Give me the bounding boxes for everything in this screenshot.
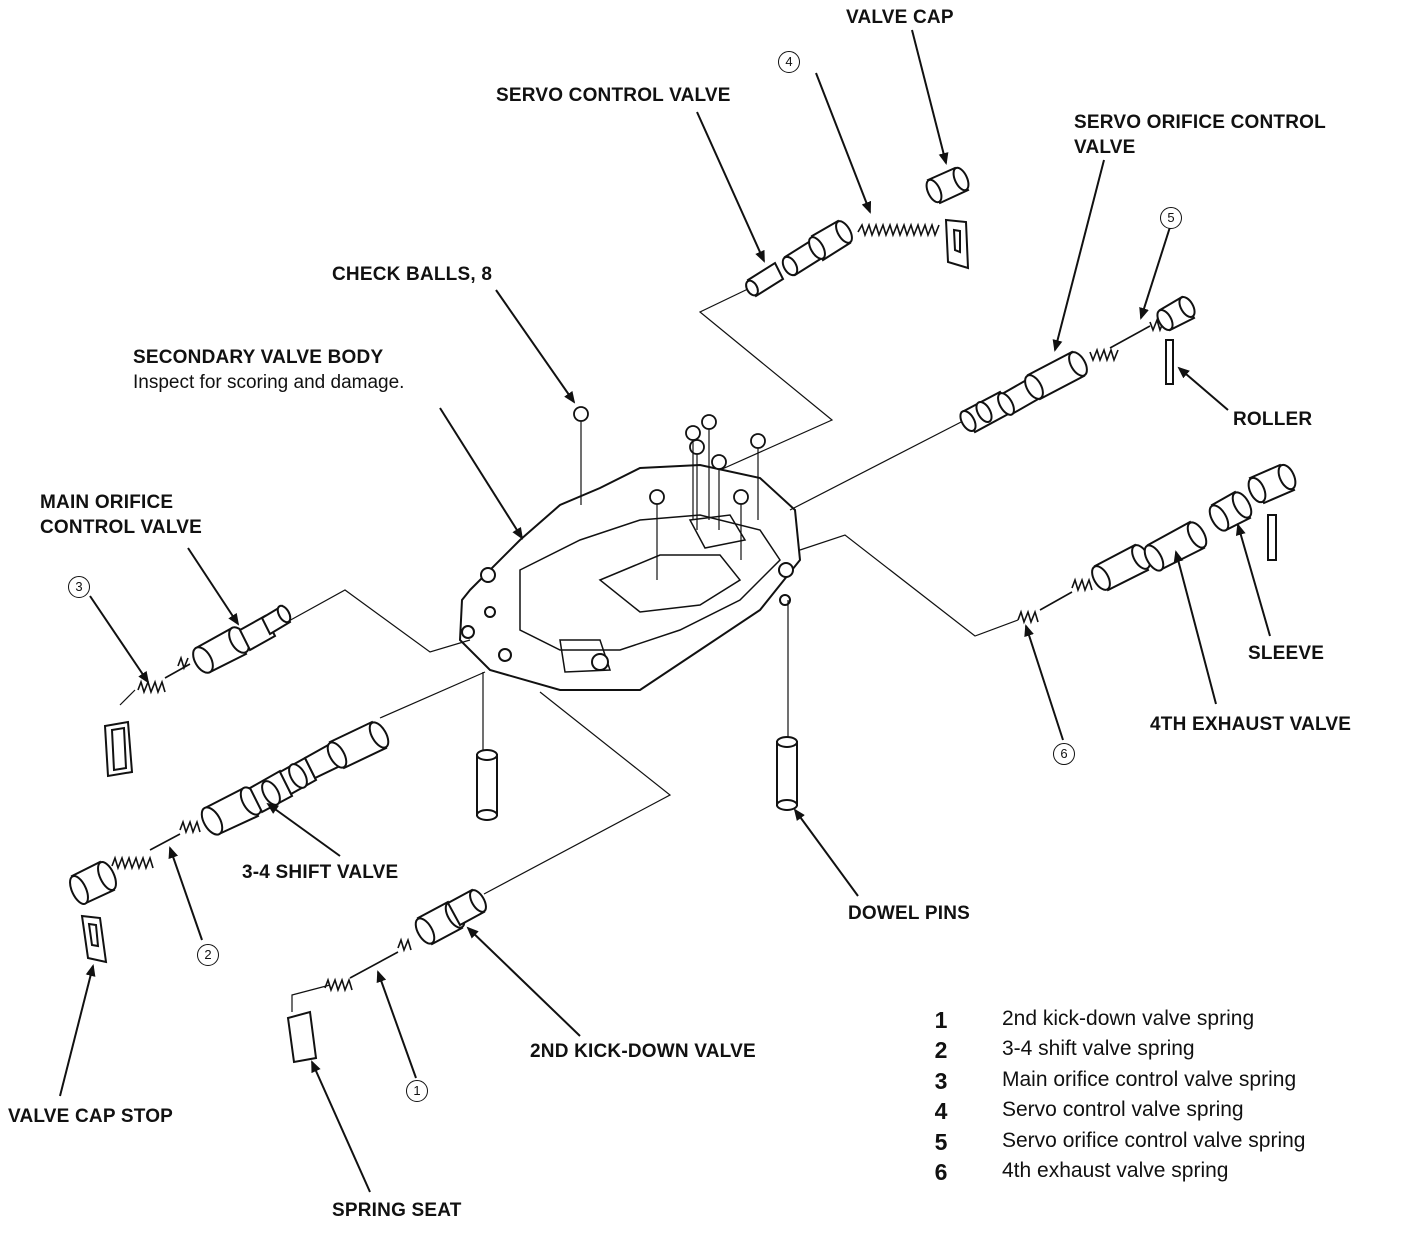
dowel-pins [476,736,798,821]
shift-valve-34-spring [111,819,201,871]
servo-control-valve-spring [857,222,940,238]
label-servo-orifice-line2: VALVE [1074,137,1136,158]
callout-arrows [59,29,1271,1193]
valve-cap-stop-part [80,914,108,964]
callout-3: 3 [68,576,90,598]
label-inspect-note: Inspect for scoring and damage. [133,372,405,393]
servo-control-valve [745,219,853,298]
legend-text-6: 4th exhaust valve spring [1002,1159,1229,1182]
shift-valve-34 [200,720,390,836]
label-valve-cap-stop: VALVE CAP STOP [8,1106,174,1127]
callout-6: 6 [1053,743,1075,765]
callout-5: 5 [1160,207,1182,229]
label-servo-control-valve: SERVO CONTROL VALVE [496,85,731,106]
label-main-orifice-line2: CONTROL VALVE [40,517,202,538]
fourth-exhaust-valve [1091,520,1208,592]
label-servo-orifice-line1: SERVO ORIFICE CONTROL [1074,112,1326,133]
callout-1: 1 [406,1080,428,1102]
label-kickdown-valve: 2ND KICK-DOWN VALVE [530,1041,756,1062]
label-valve-cap: VALVE CAP [846,7,954,28]
legend-num-1: 1 [934,1007,948,1033]
spring-seat-part [286,1010,318,1064]
legend-num-5: 5 [934,1129,948,1155]
legend-text-2: 3-4 shift valve spring [1002,1037,1195,1060]
label-check-balls: CHECK BALLS, 8 [332,264,493,285]
label-shift-valve-34: 3-4 SHIFT VALVE [242,862,399,883]
servo-orifice-cap [1156,295,1196,385]
legend-text-1: 2nd kick-down valve spring [1002,1007,1255,1030]
check-ball-drop-lines [580,421,759,580]
callout-2: 2 [197,944,219,966]
label-spring-seat: SPRING SEAT [332,1200,462,1221]
label-main-orifice-line1: MAIN ORIFICE [40,492,174,513]
kickdown-valve [414,888,487,946]
legend-num-3: 3 [934,1068,948,1094]
servo-orifice-spring [1089,317,1168,363]
sleeve [1208,490,1253,532]
servo-orifice-control-valve [959,350,1088,434]
main-orifice-control-valve [192,604,292,674]
kickdown-spring [324,937,412,993]
label-roller: ROLLER [1233,409,1313,430]
assembly-lines [119,287,1019,1012]
legend-num-2: 2 [934,1037,948,1063]
legend-num-4: 4 [934,1098,948,1124]
legend-text-5: Servo orifice control valve spring [1002,1129,1306,1152]
legend-text-3: Main orifice control valve spring [1002,1068,1297,1091]
main-orifice-seat [103,720,134,778]
label-sleeve: SLEEVE [1248,643,1325,664]
fourth-exhaust-cap [1247,463,1297,561]
secondary-valve-body [458,463,802,691]
label-secondary-valve-body: SECONDARY VALVE BODY [133,347,384,368]
label-dowel-pins: DOWEL PINS [848,903,970,924]
fourth-exhaust-spring [1017,577,1093,625]
label-fourth-exhaust-valve: 4TH EXHAUST VALVE [1150,714,1352,735]
callout-4: 4 [778,51,800,73]
legend-text-4: Servo control valve spring [1002,1098,1244,1121]
legend-num-6: 6 [934,1159,948,1185]
main-orifice-spring [137,655,191,695]
shift-valve-34-cap [69,860,117,905]
valve-cap-top [925,166,970,270]
